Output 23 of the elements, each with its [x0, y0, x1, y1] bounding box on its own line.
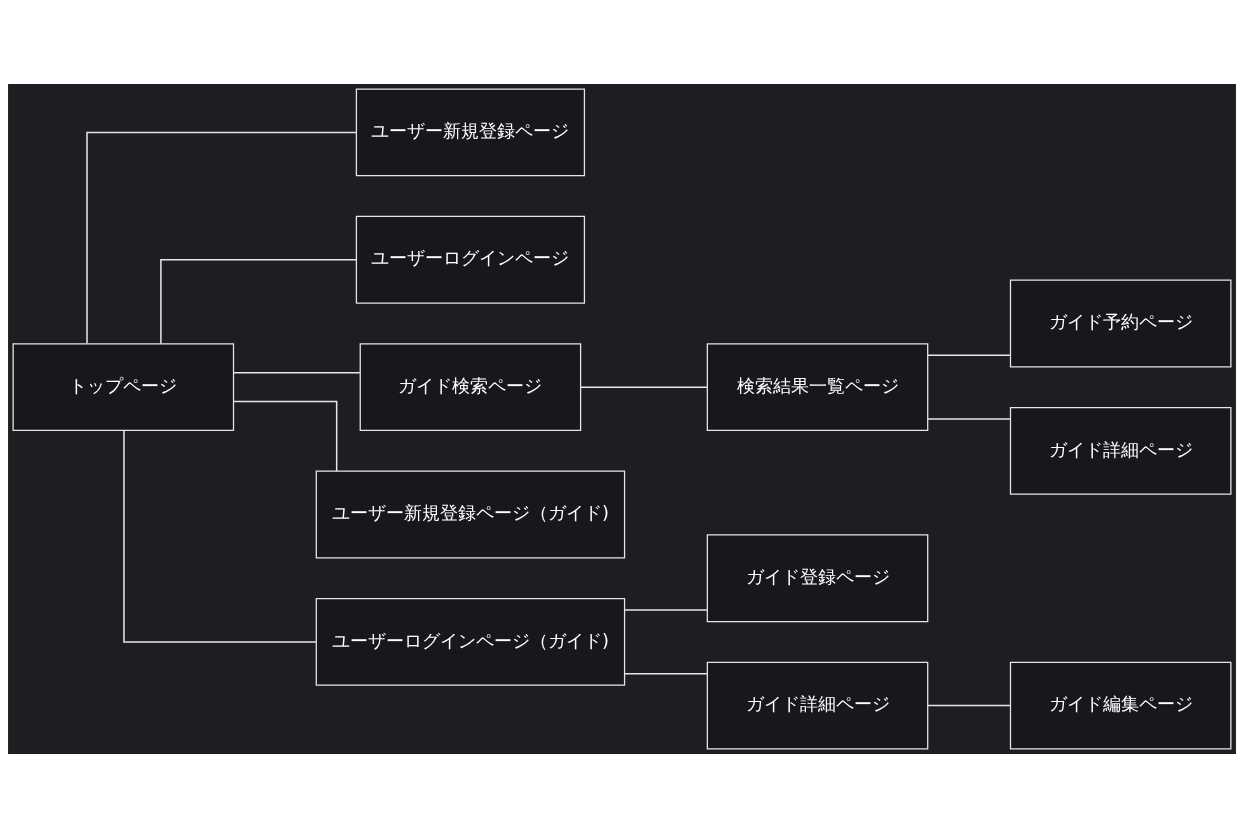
connector [86, 131, 357, 345]
connector [623, 609, 708, 611]
connector [160, 259, 357, 345]
connector [232, 371, 361, 374]
node-box: ガイド予約ページ [1009, 279, 1232, 368]
node-box: ユーザーログインページ（ガイド) [315, 597, 626, 686]
connector [927, 704, 1012, 707]
node-box: ユーザーログインページ [355, 215, 586, 304]
node-box: トップページ [12, 343, 235, 432]
node-box: ガイド登録ページ [706, 534, 929, 623]
node-box: ユーザー新規登録ページ（ガイド) [315, 470, 626, 559]
node-box: ユーザー新規登録ページ [355, 88, 586, 177]
node-box: 検索結果一覧ページ [706, 343, 929, 432]
node-box: ガイド詳細ページ [1009, 406, 1232, 495]
connector [927, 354, 1012, 357]
connector [927, 418, 1012, 420]
connector [623, 673, 708, 675]
node-box: ガイド検索ページ [359, 343, 582, 432]
connector [579, 386, 708, 388]
connector [123, 430, 317, 643]
node-box: ガイド詳細ページ [706, 661, 929, 750]
node-box: ガイド編集ページ [1009, 661, 1232, 750]
connector [232, 400, 338, 472]
